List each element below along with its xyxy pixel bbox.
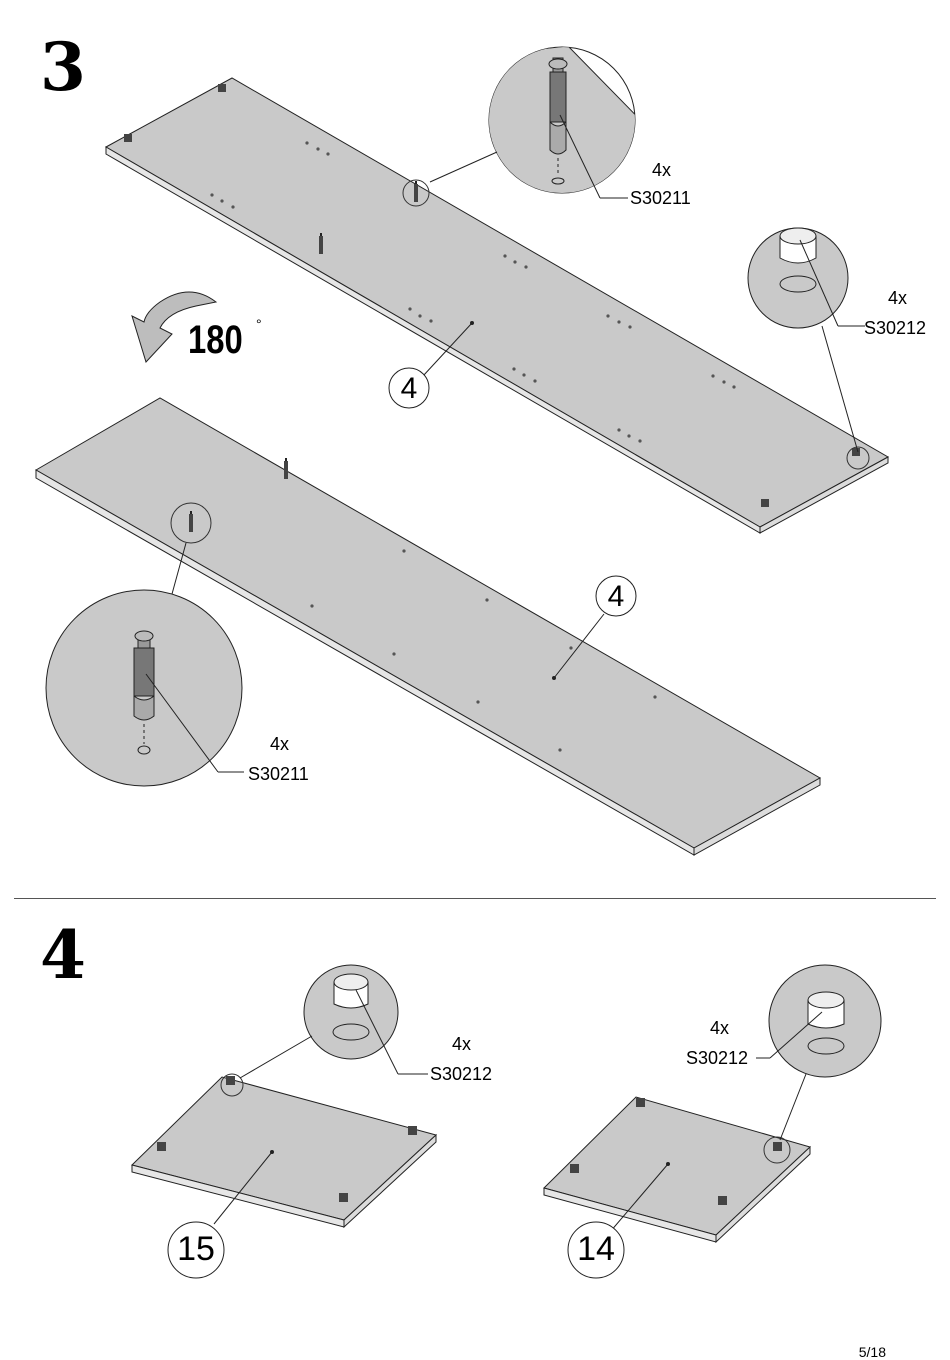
- section-divider: [14, 898, 936, 899]
- callout-qty: 4x: [452, 1034, 472, 1054]
- part-number: 4: [607, 580, 625, 613]
- long-panel-bottom: [35, 397, 822, 856]
- long-panel-top: [104, 77, 890, 534]
- part-number: 14: [577, 1230, 615, 1268]
- rotation-value: 180: [188, 318, 243, 362]
- callout-code: S30212: [686, 1048, 749, 1068]
- rotation-arrow-icon: [131, 291, 218, 363]
- magnifier-cam-top-right: [747, 227, 865, 453]
- rotation-unit: °: [256, 316, 262, 332]
- magnifier-dowel-left: [45, 542, 244, 787]
- callout-code: S30212: [430, 1064, 493, 1084]
- magnifier-cam-panel-14: [756, 964, 882, 1141]
- part-number: 4: [400, 372, 418, 405]
- callout-code: S30211: [248, 764, 309, 784]
- callout-code: S30211: [630, 188, 691, 208]
- callout-qty: 4x: [652, 160, 672, 180]
- callout-qty: 4x: [270, 734, 290, 754]
- page-number: 5/18: [858, 1344, 886, 1360]
- callout-qty: 4x: [710, 1018, 730, 1038]
- callout-code: S30212: [864, 318, 927, 338]
- callout-qty: 4x: [888, 288, 908, 308]
- step-number-3: 3: [40, 28, 86, 106]
- panel-14: [543, 1096, 811, 1244]
- panel-15: [131, 1076, 438, 1229]
- step-number-4: 4: [40, 916, 86, 994]
- magnifier-dowel-top: [429, 46, 636, 199]
- part-number: 15: [177, 1230, 215, 1268]
- magnifier-cam-panel-15: [239, 964, 428, 1079]
